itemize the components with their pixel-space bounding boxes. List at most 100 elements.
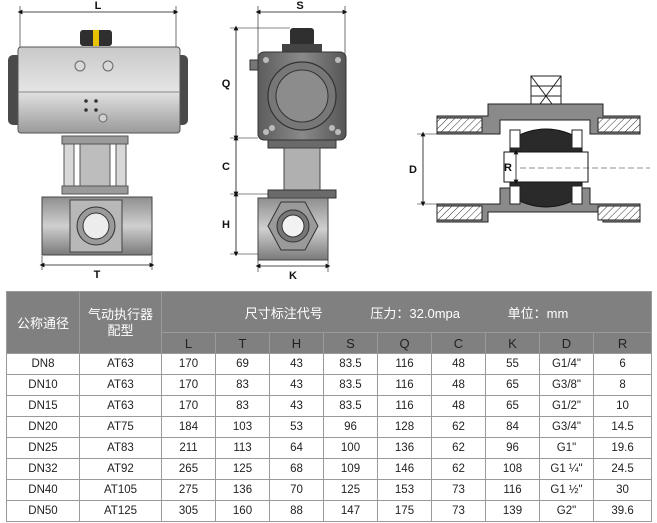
cell-d: G2" [539, 500, 594, 522]
cell-q: 153 [377, 479, 432, 501]
front-view: L T [8, 0, 188, 281]
cell-d: G3/4" [539, 416, 594, 438]
cell-k: 96 [485, 437, 540, 459]
cell-dn: DN10 [6, 374, 80, 396]
cell-c: 62 [431, 416, 486, 438]
dim-label-S: S [296, 0, 303, 12]
cell-model: AT105 [79, 479, 162, 501]
cell-t: 136 [215, 479, 270, 501]
cell-dn: DN25 [6, 437, 80, 459]
cell-dn: DN32 [6, 458, 80, 480]
cell-model: AT92 [79, 458, 162, 480]
dim-label-H: H [222, 219, 230, 231]
cell-s: 147 [323, 500, 378, 522]
cell-c: 62 [431, 437, 486, 459]
cell-l: 211 [161, 437, 216, 459]
cell-k: 65 [485, 395, 540, 417]
cell-dn: DN15 [6, 395, 80, 417]
cell-k: 108 [485, 458, 540, 480]
dim-label-C: C [222, 161, 230, 173]
cell-model: AT125 [79, 500, 162, 522]
cell-h: 53 [269, 416, 324, 438]
cell-k: 65 [485, 374, 540, 396]
cell-l: 170 [161, 353, 216, 375]
pressure-label: 压力：32.0mpa [370, 305, 461, 321]
col-header-D: D [539, 332, 594, 354]
cell-c: 48 [431, 395, 486, 417]
cell-l: 305 [161, 500, 216, 522]
cell-c: 48 [431, 353, 486, 375]
cell-c: 62 [431, 458, 486, 480]
col-header-C: C [431, 332, 486, 354]
cell-model: AT75 [79, 416, 162, 438]
dim-label-D: D [409, 164, 417, 176]
col-header-Q: Q [377, 332, 432, 354]
cell-d: G1 ½" [539, 479, 594, 501]
cell-q: 175 [377, 500, 432, 522]
cell-s: 83.5 [323, 395, 378, 417]
cell-model: AT83 [79, 437, 162, 459]
cell-h: 43 [269, 395, 324, 417]
cell-s: 100 [323, 437, 378, 459]
col-header-R: R [592, 332, 653, 354]
side-view: S Q C H [222, 0, 348, 282]
cell-k: 116 [485, 479, 540, 501]
cell-r: 39.6 [592, 500, 653, 522]
spec-table: 公称通径 气动执行器配型 尺寸标注代号 压力：32.0mpa 单位：mm L T… [6, 291, 653, 522]
cell-k: 139 [485, 500, 540, 522]
cell-d: G1" [539, 437, 594, 459]
cell-t: 83 [215, 395, 270, 417]
cell-h: 43 [269, 374, 324, 396]
cell-h: 64 [269, 437, 324, 459]
cell-dn: DN40 [6, 479, 80, 501]
cell-r: 24.5 [592, 458, 653, 480]
dims-title: 尺寸标注代号 [244, 305, 323, 321]
col-header-K: K [485, 332, 540, 354]
cell-h: 88 [269, 500, 324, 522]
dim-label-T: T [94, 269, 101, 281]
cell-l: 170 [161, 374, 216, 396]
cell-q: 116 [377, 353, 432, 375]
dim-label-L: L [95, 0, 102, 12]
header-actuator-text: 气动执行器配型 [87, 306, 153, 338]
cell-q: 146 [377, 458, 432, 480]
cell-s: 109 [323, 458, 378, 480]
cell-model: AT63 [79, 395, 162, 417]
header-actuator-model: 气动执行器配型 [79, 291, 162, 354]
column-header-row: L T H S Q C K D R [7, 332, 653, 354]
cell-d: G3/8" [539, 374, 594, 396]
cell-model: AT63 [79, 353, 162, 375]
cell-t: 160 [215, 500, 270, 522]
section-view: D R [409, 75, 650, 223]
cell-t: 125 [215, 458, 270, 480]
cell-q: 116 [377, 374, 432, 396]
cell-h: 70 [269, 479, 324, 501]
valve-technical-drawing: L T S [8, 0, 650, 282]
cell-dn: DN20 [6, 416, 80, 438]
cell-t: 69 [215, 353, 270, 375]
cell-c: 73 [431, 479, 486, 501]
cell-s: 83.5 [323, 374, 378, 396]
cell-q: 116 [377, 395, 432, 417]
cell-h: 43 [269, 353, 324, 375]
cell-s: 125 [323, 479, 378, 501]
cell-r: 6 [592, 353, 653, 375]
cell-d: G1/4" [539, 353, 594, 375]
cell-r: 19.6 [592, 437, 653, 459]
col-header-S: S [323, 332, 378, 354]
cell-dn: DN50 [6, 500, 80, 522]
cell-r: 10 [592, 395, 653, 417]
header-nominal-diameter: 公称通径 [6, 291, 80, 354]
cell-d: G1/2" [539, 395, 594, 417]
cell-h: 68 [269, 458, 324, 480]
dim-label-K: K [289, 270, 297, 282]
unit-label: 单位：mm [507, 305, 569, 321]
cell-l: 170 [161, 395, 216, 417]
